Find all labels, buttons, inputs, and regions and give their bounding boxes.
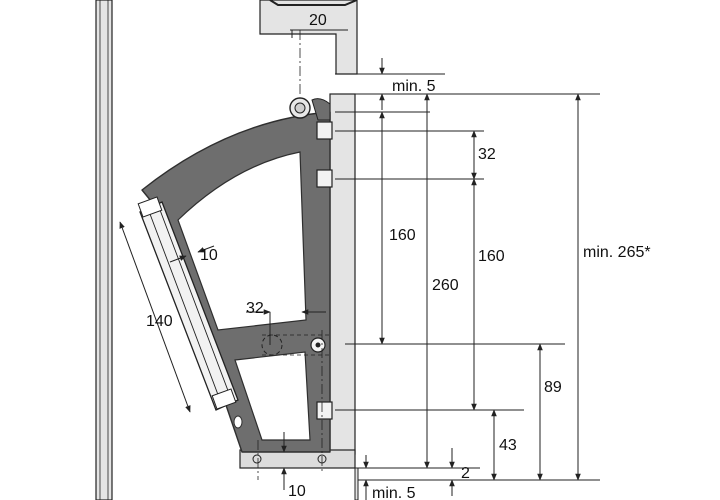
label-20-top: 20 [309, 12, 327, 29]
pivot-hole [261, 334, 330, 356]
lower-panel-edge [354, 467, 359, 500]
centre-lines [257, 30, 323, 480]
label-2: 2 [461, 465, 470, 482]
cabinet-side-panel [95, 0, 113, 500]
label-32-bottom: 32 [246, 300, 264, 317]
label-140: 140 [146, 313, 173, 330]
dimension-labels: 20 min. 5 32 160 160 260 min. 265* 10 14… [146, 12, 651, 500]
label-10-bottom: 10 [288, 483, 306, 500]
dimension-lines [119, 29, 600, 500]
label-260: 260 [432, 277, 459, 294]
label-min265: min. 265* [583, 244, 651, 261]
pivot-hinge [289, 97, 331, 121]
label-160-left: 160 [389, 227, 416, 244]
label-32-right: 32 [478, 146, 496, 163]
label-min5-bottom: min. 5 [372, 485, 416, 500]
label-160-right: 160 [478, 248, 505, 265]
label-89: 89 [544, 379, 562, 396]
lift-bracket [141, 111, 331, 453]
mounting-plate [329, 93, 356, 455]
label-43: 43 [499, 437, 517, 454]
plate-screws [316, 121, 333, 420]
label-min5-top: min. 5 [392, 78, 436, 95]
label-10-arm: 10 [200, 247, 218, 264]
